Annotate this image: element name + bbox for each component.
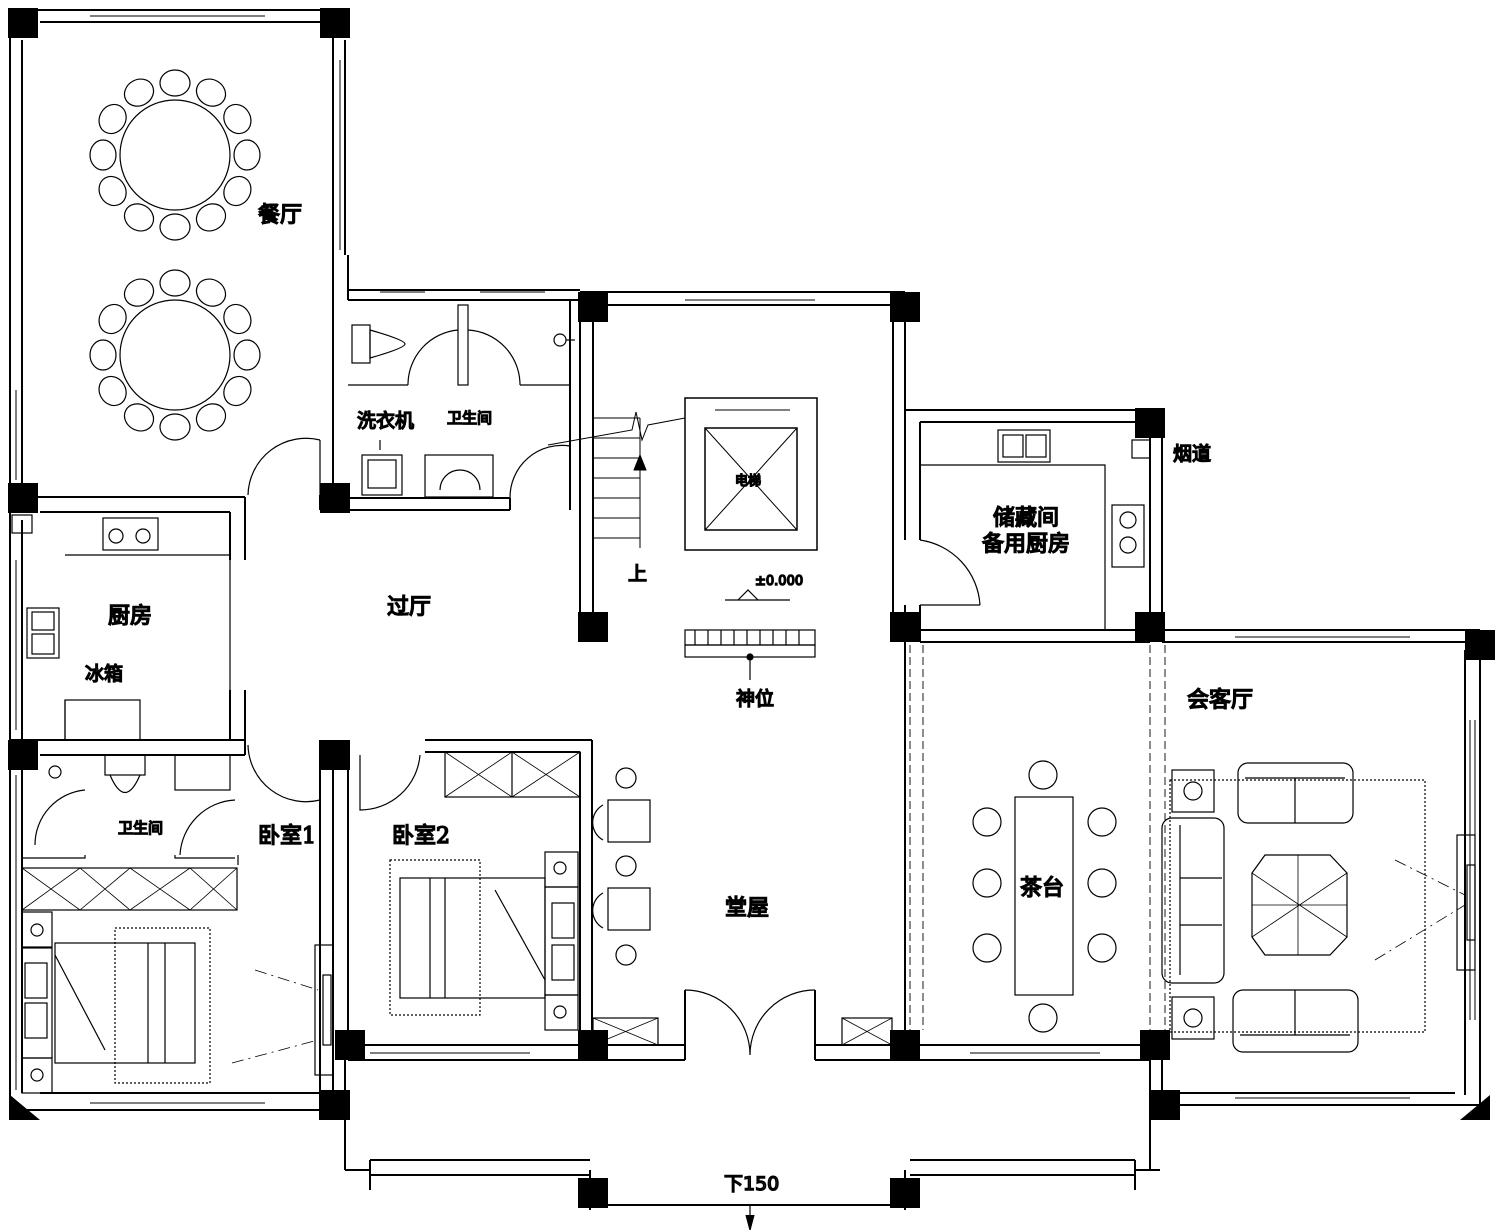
elevator	[684, 397, 818, 551]
reception-furniture	[1161, 762, 1476, 1053]
label-elevator: 电梯	[735, 474, 761, 489]
dining-chair	[223, 303, 252, 335]
dining-chair	[195, 78, 227, 107]
dining-table-2	[119, 299, 231, 411]
dining-chair	[223, 175, 252, 207]
dining-chair	[159, 269, 191, 297]
label-fridge: 冰箱	[85, 663, 123, 685]
bath-top-fixtures	[348, 304, 575, 499]
dining-chair	[89, 339, 117, 371]
dining-chair	[233, 339, 261, 371]
label-bath-bottom: 卫生间	[118, 819, 163, 837]
bath-bottom-fixtures	[22, 754, 239, 865]
label-tea-table: 茶台	[1020, 876, 1064, 901]
label-bedroom1: 卧室1	[258, 824, 316, 849]
label-bath-top: 卫生间	[447, 409, 492, 427]
label-kitchen: 厨房	[108, 604, 152, 629]
dining-chair	[123, 278, 155, 307]
dining-chair	[123, 403, 155, 432]
label-altar: 神位	[736, 688, 774, 710]
dining-chair	[123, 203, 155, 232]
dining-chair	[233, 139, 261, 171]
dining-chair	[223, 103, 252, 135]
main-hall-furniture	[592, 589, 893, 1230]
windows	[15, 9, 1476, 1111]
dining-table-1	[119, 99, 231, 211]
dining-chair	[159, 69, 191, 97]
label-main-hall: 堂屋	[725, 896, 769, 921]
tea-area	[909, 645, 1166, 1033]
dining-chair	[159, 213, 191, 241]
dining-chairs	[89, 69, 261, 441]
dining-chair	[123, 78, 155, 107]
kitchen-fixtures	[11, 514, 231, 741]
dining-chair	[98, 103, 127, 135]
label-bedroom2: 卧室2	[392, 824, 450, 849]
dining-chair	[98, 375, 127, 407]
dining-chair	[98, 303, 127, 335]
label-dining: 餐厅	[258, 203, 302, 228]
label-laundry: 洗衣机	[357, 410, 414, 432]
columns	[8, 8, 1495, 1208]
label-hall: 过厅	[387, 595, 431, 620]
hall-doors	[34, 437, 421, 856]
stairs	[547, 411, 686, 548]
label-reception: 会客厅	[1187, 688, 1253, 713]
dining-chair	[98, 175, 127, 207]
label-stairs-up: 上	[628, 563, 647, 585]
bedroom2-furniture	[389, 751, 581, 1031]
label-storage-1: 储藏间	[993, 506, 1059, 531]
dining-chair	[89, 139, 117, 171]
storage-fixtures	[919, 429, 1151, 630]
bedroom1-furniture	[21, 867, 334, 1094]
dining-chair	[223, 375, 252, 407]
dining-chair	[159, 413, 191, 441]
label-elevation: ±0.000	[755, 574, 803, 589]
label-step-down: 下150	[724, 1173, 779, 1195]
dining-chair	[195, 278, 227, 307]
label-storage-2: 备用厨房	[982, 532, 1070, 557]
dining-chair	[195, 403, 227, 432]
label-flue: 烟道	[1173, 443, 1211, 465]
dining-chair	[195, 203, 227, 232]
